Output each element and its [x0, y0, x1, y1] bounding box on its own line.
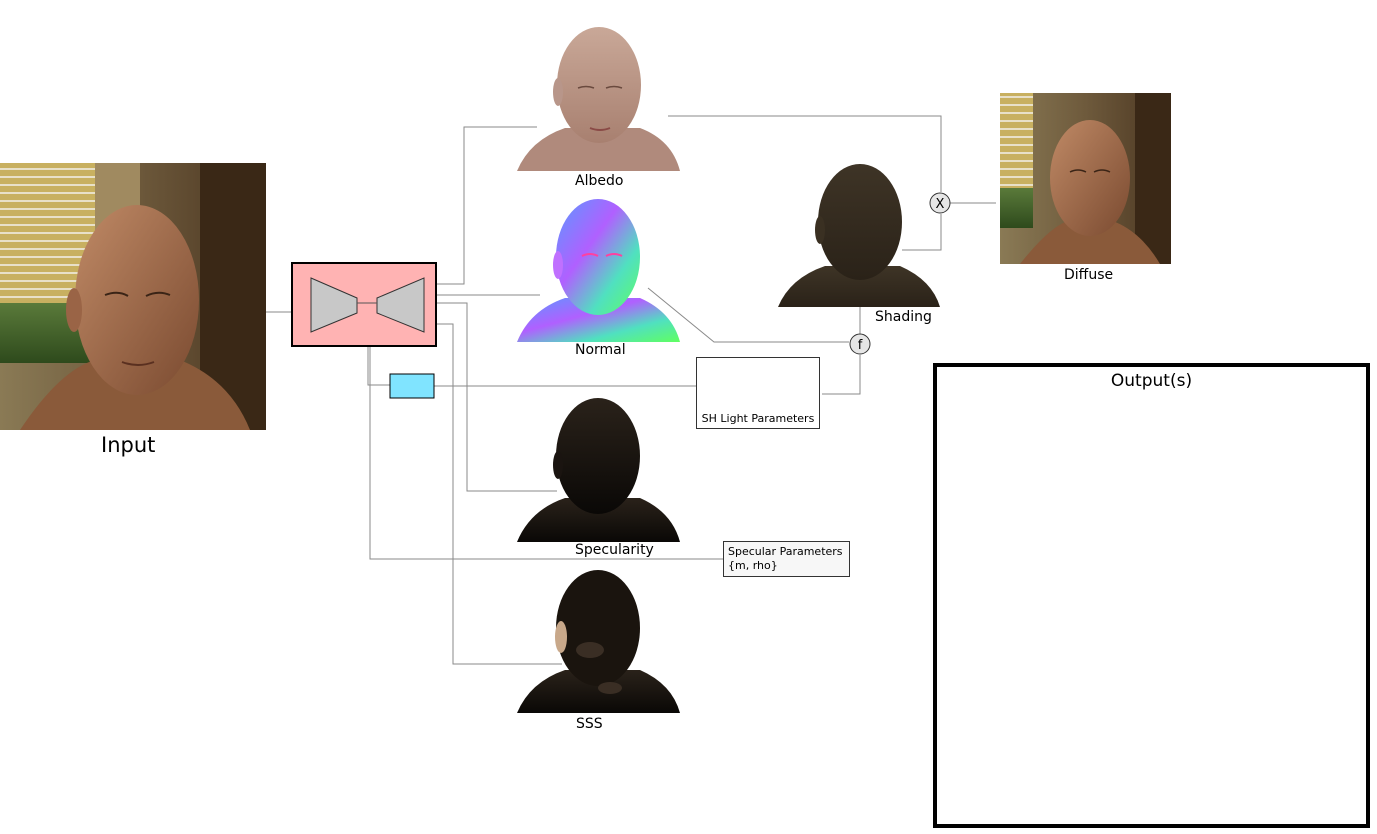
- specular-parameters-line1: Specular Parameters: [728, 545, 843, 558]
- specular-parameters-box: Specular Parameters {m, rho}: [723, 541, 850, 577]
- connector-albedo-to-x: [668, 115, 942, 192]
- outputs-frame: Output(s): [933, 363, 1370, 828]
- input-label: Input: [101, 433, 156, 457]
- shading-label: Shading: [875, 309, 932, 325]
- connector-shading-to-x: [902, 214, 942, 251]
- multiply-operator: [929, 192, 951, 214]
- connector-net-to-sss: [426, 323, 562, 665]
- decoder-shape: [376, 277, 425, 333]
- connector-net-to-specularity: [426, 302, 557, 492]
- diffuse-label: Diffuse: [1064, 267, 1114, 283]
- function-operator: [849, 333, 871, 355]
- sss-image: [517, 570, 680, 713]
- encoder-decoder-network: [291, 262, 437, 347]
- encoder-shape: [310, 277, 358, 333]
- connector-net-to-albedo: [436, 126, 537, 285]
- connector-sh-to-f: [822, 355, 861, 395]
- function-operator-label: f: [858, 338, 863, 353]
- normal-image: [517, 199, 680, 342]
- sh-light-parameters-box: SH Light Parameters: [696, 357, 820, 429]
- specular-parameters-line2: {m, rho}: [728, 559, 778, 572]
- outputs-title: Output(s): [1110, 371, 1193, 391]
- shading-image: [778, 164, 940, 307]
- specularity-image: [517, 398, 680, 542]
- connectors: [266, 115, 996, 665]
- sss-label: SSS: [576, 716, 603, 732]
- normal-label: Normal: [575, 342, 626, 358]
- connector-net-to-specular-params: [369, 305, 723, 560]
- albedo-label: Albedo: [575, 173, 624, 189]
- connector-normal-to-f: [647, 287, 849, 343]
- diffuse-image: [1000, 93, 1171, 264]
- specularity-label: Specularity: [575, 542, 654, 558]
- multiply-operator-label: X: [936, 197, 945, 212]
- albedo-image: [517, 27, 680, 171]
- sh-light-parameters-label: SH Light Parameters: [701, 412, 815, 425]
- input-image: [0, 163, 266, 430]
- light-vector-block: [389, 373, 435, 399]
